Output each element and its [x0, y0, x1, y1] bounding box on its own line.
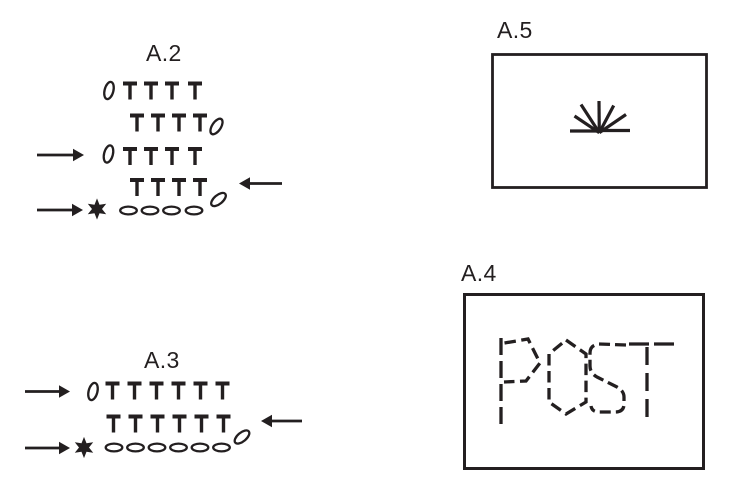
panel-a3: [25, 381, 302, 459]
panel-a2: [37, 80, 282, 220]
hdc-stitch-symbol: [155, 414, 160, 433]
chain-stitch-symbol: [210, 191, 227, 208]
panel-label-a2: A.2: [146, 40, 182, 66]
chain-stitch-symbol: [87, 381, 99, 402]
arrow-left-icon: [239, 177, 250, 190]
fan-stitch-symbol: [573, 114, 601, 135]
chain-stitch-symbol: [212, 442, 231, 453]
hdc-stitch-symbol: [170, 81, 174, 100]
fan-stitch-symbol: [598, 113, 627, 135]
hdc-stitch-symbol: [177, 414, 182, 433]
arrow-right-icon: [59, 441, 70, 455]
hdc-stitch-symbol: [133, 414, 138, 433]
hdc-stitch-symbol: [128, 81, 132, 100]
hdc-stitch-symbol: [177, 178, 181, 196]
chain-stitch-symbol: [162, 205, 181, 216]
panel-box: [463, 293, 705, 470]
panel-label-a4: A.4: [461, 260, 497, 286]
chain-stitch-symbol: [102, 144, 115, 164]
hdc-stitch-symbol: [198, 178, 202, 196]
chain-stitch-symbol: [190, 442, 210, 453]
panel-box: [491, 53, 708, 189]
chain-stitch-symbol: [104, 442, 124, 453]
hdc-stitch-symbol: [149, 147, 153, 165]
chain-stitch-symbol: [119, 205, 138, 216]
chain-stitch-symbol: [169, 442, 188, 453]
hdc-stitch-symbol: [193, 81, 197, 100]
dashed-letter-stroke: [503, 337, 542, 384]
hdc-stitch-symbol: [193, 147, 197, 165]
hdc-stitch-symbol: [156, 113, 160, 132]
dashed-letter-stroke: [588, 342, 627, 414]
chain-stitch-symbol: [233, 429, 251, 445]
hdc-stitch-symbol: [176, 381, 181, 400]
hdc-stitch-symbol: [111, 414, 116, 433]
hdc-stitch-symbol: [128, 147, 132, 165]
arrow-right-icon: [72, 203, 83, 217]
hdc-stitch-symbol: [199, 414, 204, 433]
chain-stitch-symbol: [140, 205, 160, 216]
fan-stitch-symbol: [597, 104, 616, 134]
fan-stitch-symbol: [579, 103, 601, 134]
chain-stitch-symbol: [184, 205, 204, 216]
star-symbol: [87, 198, 107, 220]
panel-label-a3: A.3: [144, 347, 180, 373]
chain-stitch-symbol: [209, 117, 224, 136]
hdc-stitch-symbol: [221, 414, 226, 433]
panel-a4: [463, 293, 705, 470]
panel-label-a5: A.5: [497, 17, 533, 43]
hdc-stitch-symbol: [154, 381, 159, 400]
hdc-stitch-symbol: [198, 381, 203, 400]
hdc-stitch-symbol: [220, 381, 225, 400]
star-symbol: [74, 436, 94, 459]
arrow-right-icon: [59, 385, 70, 398]
arrow-left-icon: [261, 414, 272, 428]
hdc-stitch-symbol: [132, 381, 137, 400]
hdc-stitch-symbol: [170, 147, 174, 165]
hdc-stitch-symbol: [135, 178, 139, 196]
hdc-stitch-symbol: [156, 178, 160, 196]
chain-stitch-symbol: [147, 442, 167, 453]
hdc-stitch-symbol: [198, 113, 202, 132]
panel-a5: [491, 53, 708, 189]
hdc-stitch-symbol: [110, 381, 115, 400]
hdc-stitch-symbol: [149, 81, 153, 100]
chain-stitch-symbol: [103, 80, 115, 101]
dashed-letter-stroke: [547, 337, 588, 416]
chain-stitch-symbol: [126, 442, 145, 453]
arrow-right-icon: [73, 148, 84, 162]
hdc-stitch-symbol: [135, 113, 139, 132]
hdc-stitch-symbol: [177, 113, 181, 132]
